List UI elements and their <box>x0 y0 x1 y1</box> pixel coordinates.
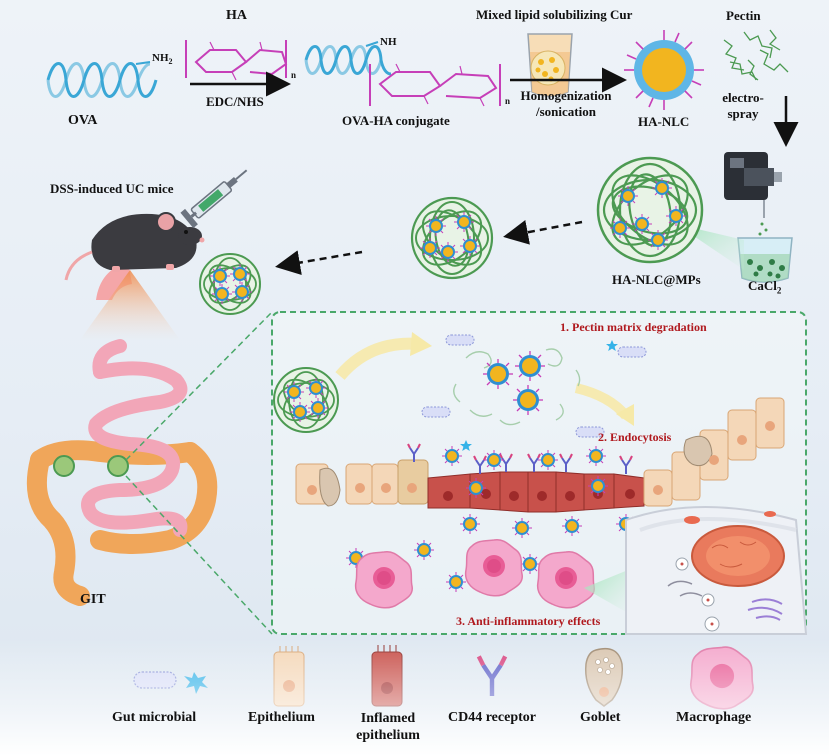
pectin-label: Pectin <box>726 8 761 23</box>
ha-nlc-label: HA-NLC <box>638 114 690 129</box>
ova-label: OVA <box>68 113 98 128</box>
step2-label: 2. Endocytosis <box>598 430 672 444</box>
electrospray-label: electro-spray <box>722 90 764 121</box>
conjugate-ha <box>369 63 501 107</box>
syringe-icon <box>180 169 248 229</box>
intestine-icon <box>26 339 218 606</box>
epithelium-row <box>295 459 429 507</box>
uptake-arrow-head <box>616 404 634 426</box>
epithelium-row-right <box>643 397 785 507</box>
dss-mice-label: DSS-induced UC mice <box>50 181 174 196</box>
microparticle-medium <box>410 196 494 280</box>
inset-microparticle <box>273 367 339 433</box>
conjugate-label: OVA-HA conjugate <box>342 113 450 128</box>
legend-background <box>0 638 829 756</box>
mouse-icon <box>64 212 205 300</box>
pectin-fibers <box>723 29 789 81</box>
macrophage-interior <box>625 506 808 635</box>
conjugate-nh-label: NH <box>380 36 397 48</box>
ha-nlc-particle <box>624 30 704 110</box>
inflamed-epithelium-row <box>427 471 645 513</box>
step1-label: 1. Pectin matrix degradation <box>560 320 707 334</box>
mouse-beam <box>80 270 180 340</box>
macrophage-zoom-beam <box>584 570 628 612</box>
edc-nhs-label: EDC/NHS <box>206 94 264 109</box>
legend-gut-microbial-label: Gut microbial <box>112 710 197 725</box>
legend-cd44-label: CD44 receptor <box>448 710 536 725</box>
mixed-lipid-label: Mixed lipid solubilizing Cur <box>476 7 633 22</box>
zoom-line-bottom <box>125 475 273 635</box>
ova-amine-label: NH2 <box>152 52 173 67</box>
git-label: GIT <box>80 592 106 607</box>
legend-epithelium-label: Epithelium <box>248 710 315 725</box>
legend-goblet-label: Goblet <box>580 710 621 725</box>
microparticles-label: HA-NLC@MPs <box>612 272 701 287</box>
release-arrow-head <box>410 332 432 356</box>
ha-label: HA <box>226 8 247 23</box>
microparticle-large <box>596 156 704 264</box>
electrospray-device-icon <box>724 152 782 236</box>
ha-repeat-n: n <box>291 70 297 80</box>
ova-helix <box>46 61 158 98</box>
dashed-arrow-2 <box>275 250 363 275</box>
release-arrow <box>335 337 421 380</box>
lipid-beaker-icon <box>527 33 573 97</box>
conjugate-helix <box>304 41 392 76</box>
legend-macrophage-label: Macrophage <box>676 710 752 725</box>
zoom-line-top <box>125 311 273 461</box>
step3-label: 3. Anti-inflammatory effects <box>456 614 601 628</box>
intestine-particles <box>53 455 129 477</box>
cacl2-beaker-icon <box>737 237 793 283</box>
microparticle-small <box>199 253 261 315</box>
ha-chain <box>185 40 288 83</box>
homogenization-label: Homogenization/sonication <box>520 88 612 119</box>
dashed-arrow-1 <box>503 220 583 245</box>
cacl2-label: CaCl2 <box>748 278 782 296</box>
conjugate-repeat-n: n <box>505 96 511 106</box>
